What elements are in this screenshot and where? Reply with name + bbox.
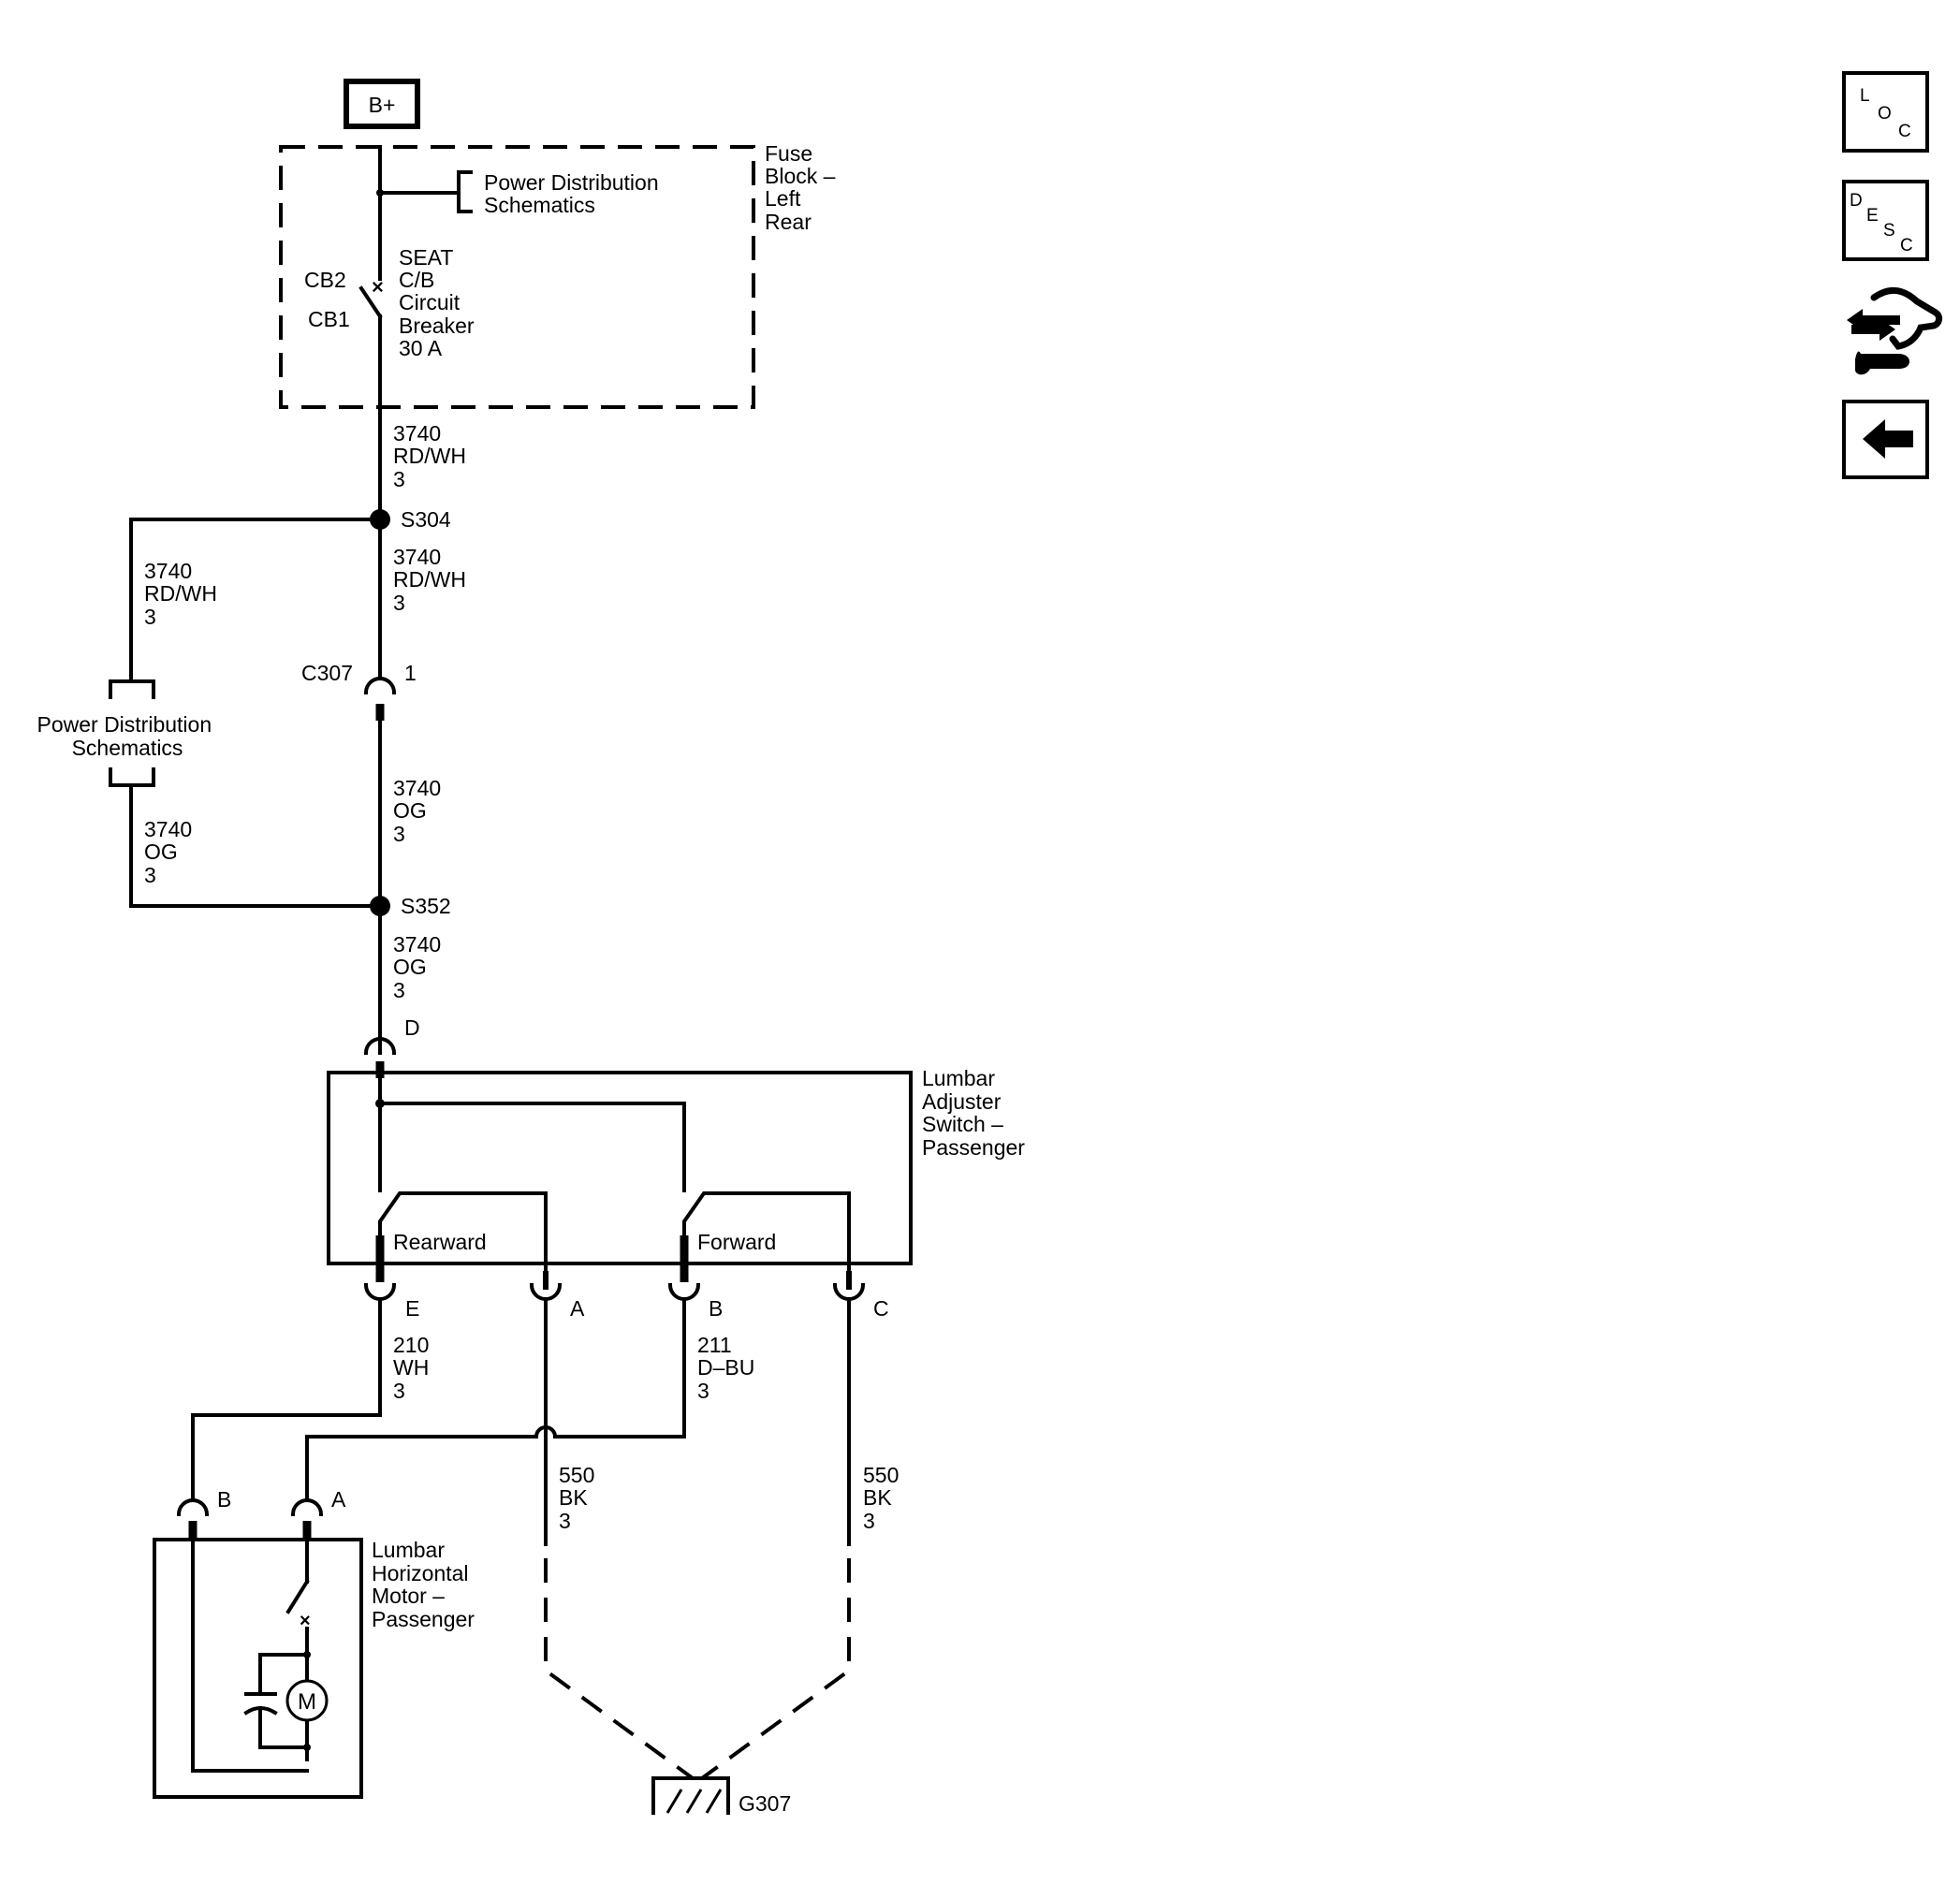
switch-pin-b: B: [709, 1296, 723, 1321]
wire-210: [191, 1297, 382, 1499]
wire-og1-label: 3740 OG 3: [393, 776, 447, 846]
svg-text:D: D: [1850, 191, 1863, 211]
switch-pin-d: D: [404, 1015, 420, 1040]
loc-button[interactable]: L O C: [1842, 71, 1929, 153]
connector-hand-icon[interactable]: [1847, 286, 1943, 375]
splice-s304-label: S304: [401, 507, 451, 532]
rearward-label: Rearward: [393, 1230, 487, 1254]
fuse-block: Fuse Block – Left Rear Power Distributio…: [279, 141, 841, 409]
motor-symbol: M: [298, 1689, 316, 1715]
battery-source: B+: [344, 79, 420, 129]
switch-pin-a: A: [570, 1296, 585, 1321]
breaker-label: SEAT C/B Circuit Breaker 30 A: [399, 245, 480, 360]
back-button[interactable]: [1842, 400, 1929, 479]
lumbar-horizontal-motor: × M: [153, 1498, 363, 1799]
wire-top-label: 3740 RD/WH 3: [393, 421, 472, 491]
wire-left-top-label: 3740 RD/WH 3: [144, 559, 223, 629]
ground-g307: [651, 1776, 730, 1815]
lumbar-adjuster-switch: [327, 1037, 913, 1282]
wire-211-label: 211 D–BU 3: [697, 1333, 761, 1403]
desc-button[interactable]: D E S C: [1842, 180, 1929, 261]
ground-run-a: [544, 1558, 695, 1780]
main-feed-wire: ×: [358, 145, 384, 678]
connector-c307-pin: 1: [404, 661, 417, 685]
wire-mid-label: 3740 RD/WH 3: [393, 545, 472, 615]
svg-text:O: O: [1878, 104, 1892, 124]
motor-pin-a: A: [331, 1487, 346, 1512]
connector-c307-label: C307: [301, 661, 353, 685]
left-branch-wire: [109, 518, 382, 908]
cb1-label: CB1: [308, 307, 350, 331]
wire-left-bottom-label: 3740 OG 3: [144, 817, 198, 887]
wire-og2-label: 3740 OG 3: [393, 932, 447, 1002]
cb2-label: CB2: [304, 268, 346, 292]
motor-label: Lumbar Horizontal Motor – Passenger: [372, 1538, 475, 1631]
switch-pin-c: C: [873, 1296, 889, 1321]
back-arrow-icon: [1863, 419, 1913, 459]
svg-text:E: E: [1866, 206, 1879, 226]
svg-text:×: ×: [372, 275, 384, 299]
switch-pin-e: E: [405, 1296, 419, 1321]
fuse-block-label: Fuse Block – Left Rear: [765, 141, 841, 234]
switch-label: Lumbar Adjuster Switch – Passenger: [922, 1066, 1025, 1160]
connector-c307: [363, 677, 397, 1055]
svg-text:S: S: [1883, 221, 1895, 241]
motor-pin-b: B: [217, 1487, 231, 1512]
splice-s352: [370, 896, 390, 916]
wire-210-label: 210 WH 3: [393, 1333, 435, 1403]
left-power-ref: Power Distribution Schematics: [37, 712, 217, 760]
fuse-power-ref: Power Distribution Schematics: [484, 170, 665, 217]
wire-211: [305, 1297, 686, 1499]
ground-run-c: [700, 1558, 851, 1780]
splice-s352-label: S352: [401, 894, 451, 918]
svg-text:C: C: [1900, 236, 1913, 256]
switch-connector-pins: [363, 1271, 866, 1301]
forward-label: Forward: [697, 1230, 776, 1254]
wire-550-c-label: 550 BK 3: [863, 1463, 905, 1533]
wire-550-a-label: 550 BK 3: [559, 1463, 601, 1533]
svg-text:L: L: [1860, 86, 1870, 106]
svg-text:C: C: [1898, 122, 1911, 141]
ground-g307-label: G307: [739, 1791, 791, 1816]
battery-source-label: B+: [369, 93, 396, 117]
svg-text:×: ×: [300, 1611, 311, 1631]
